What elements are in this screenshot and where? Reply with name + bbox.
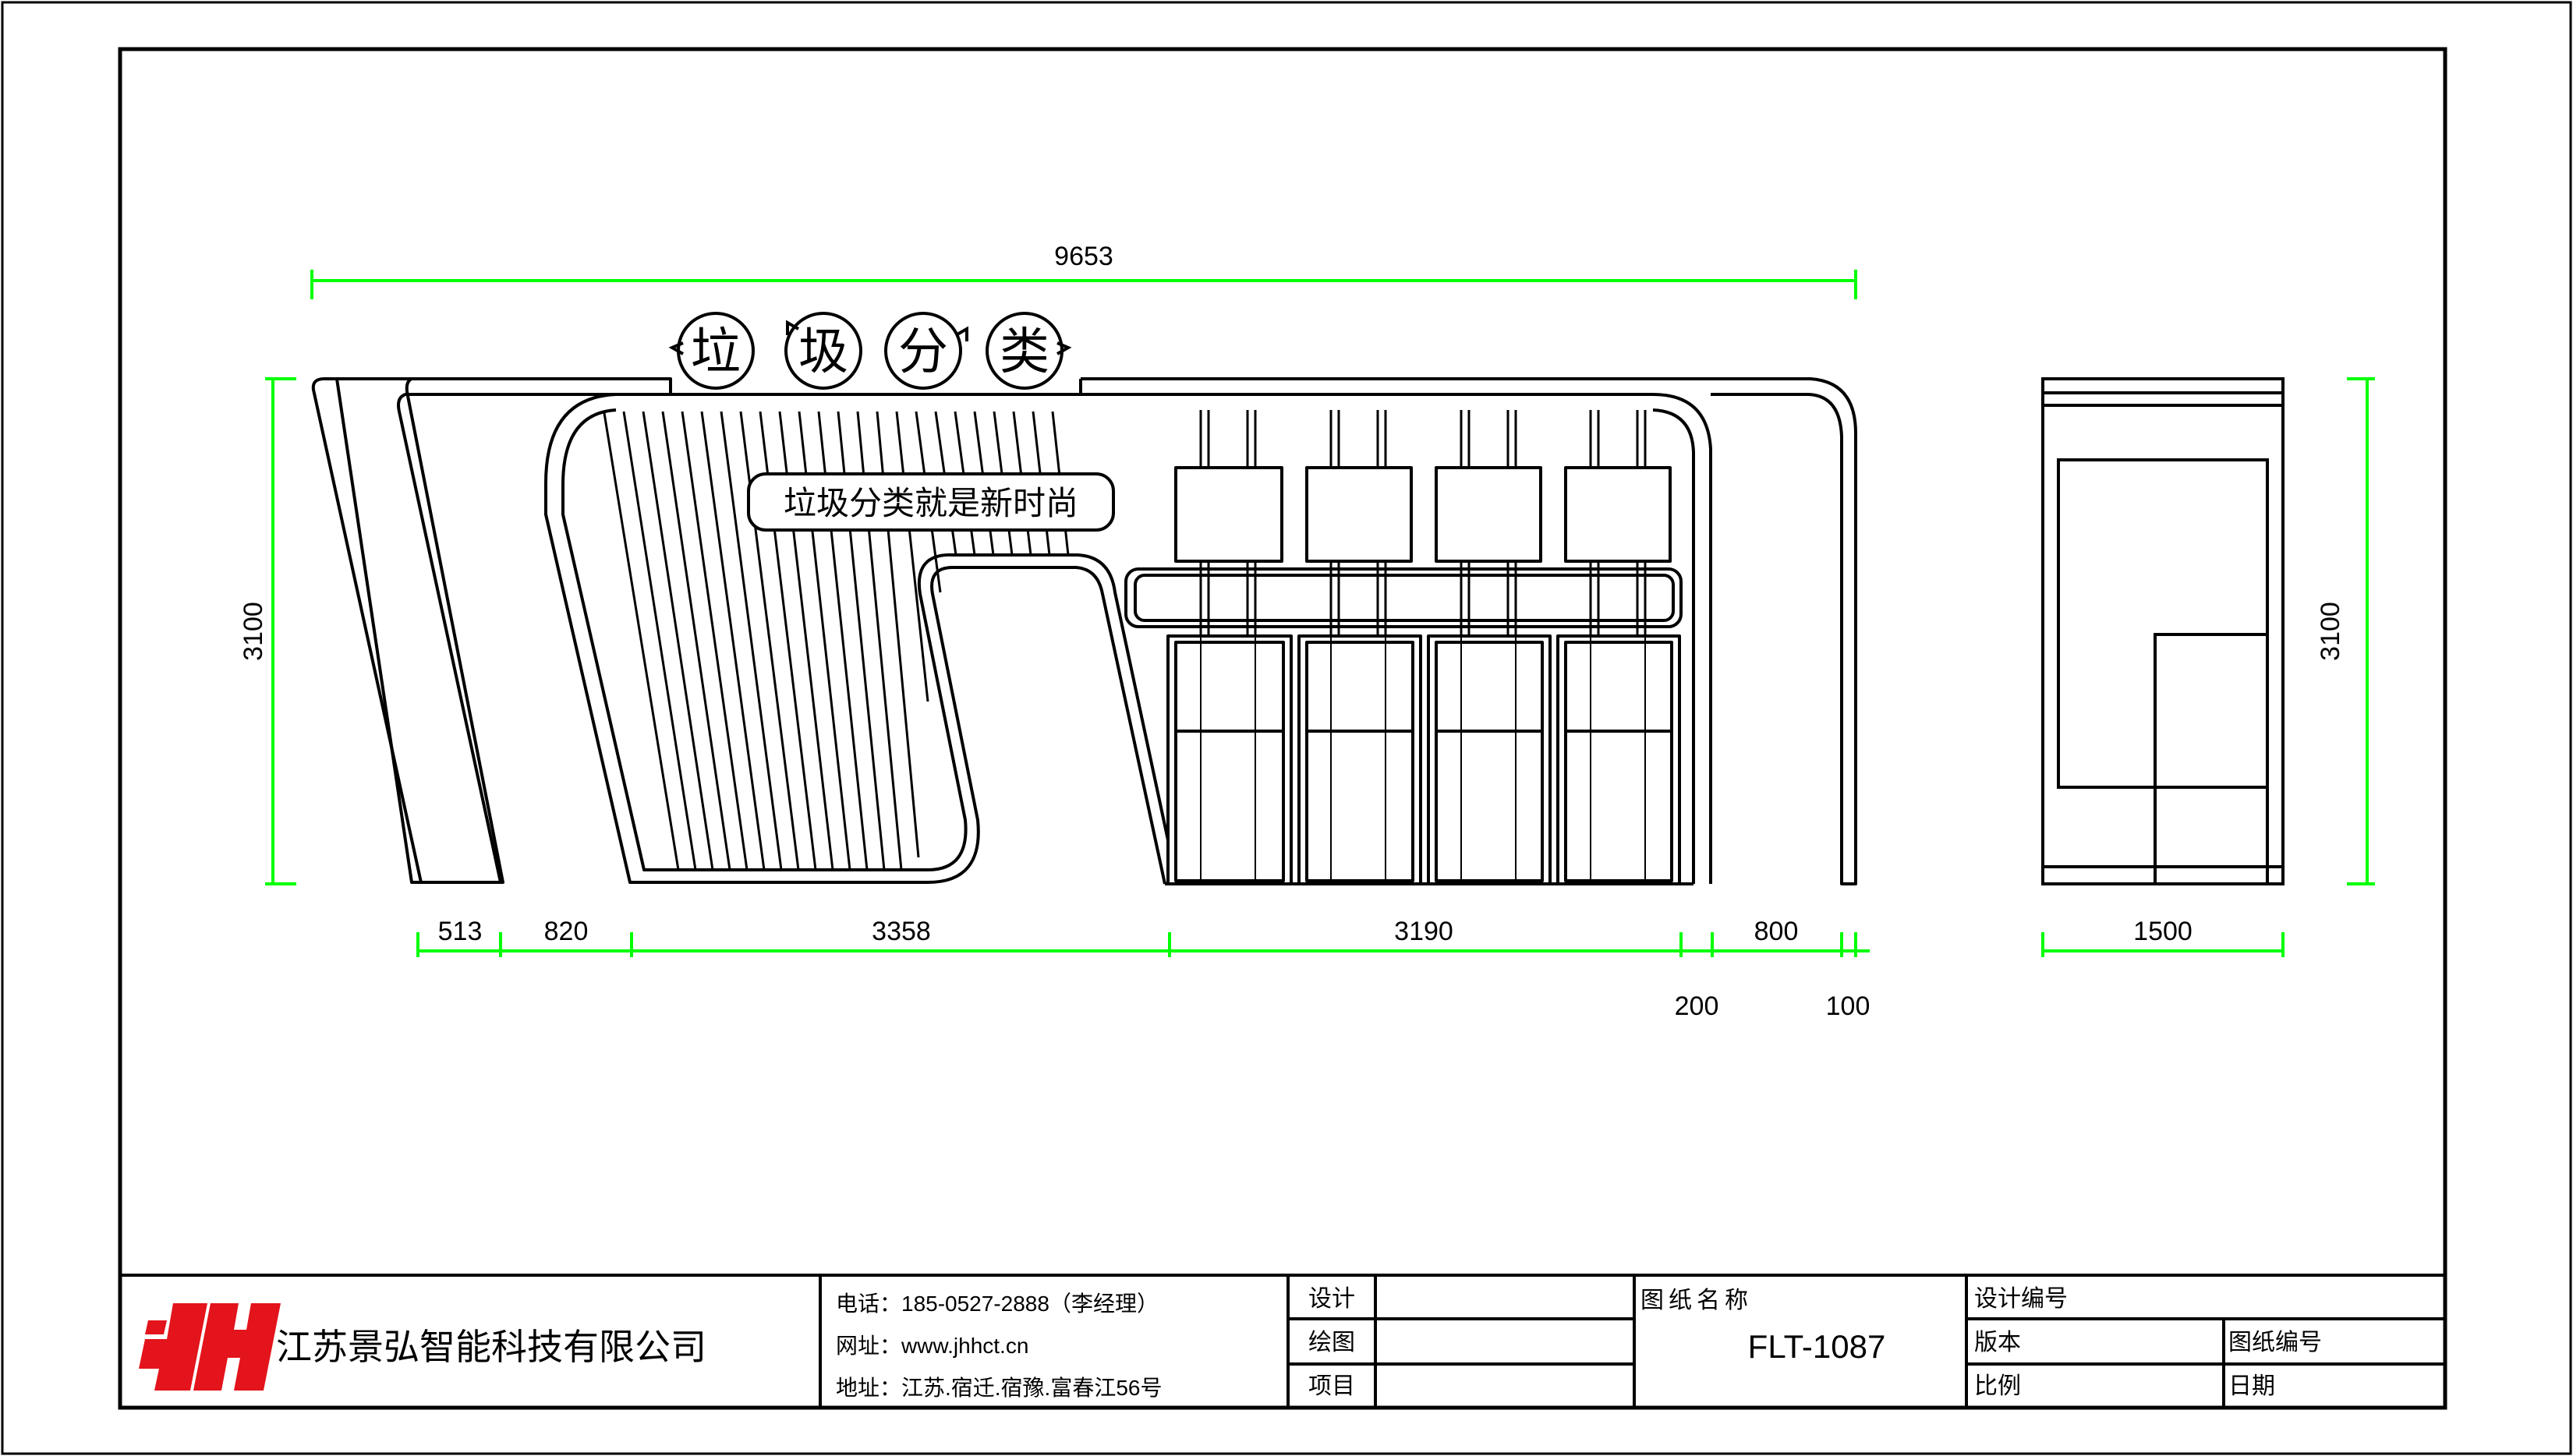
sign-char-4: 类 [1000, 323, 1049, 380]
header-bar-outer [1124, 567, 1683, 628]
side-outline [2041, 377, 2285, 885]
bin-door-cords [1200, 636, 1646, 884]
top-canopy [1081, 377, 1857, 885]
drawing-label: 绘图 [1308, 1330, 1355, 1355]
title-block-text: 江苏景弘智能科技有限公司 电话：185-0527-2888（李经理） 网址：ww… [276, 1286, 2322, 1400]
sign-circle-2 [784, 312, 862, 390]
drawing-name-value: FLT-1087 [1748, 1328, 1886, 1365]
dim-segment-800: 800 [1754, 917, 1799, 946]
company-name: 江苏景弘智能科技有限公司 [276, 1327, 706, 1367]
side-elevation [2041, 377, 2285, 885]
label-box-2 [1305, 466, 1413, 563]
left-slanted-panel [323, 377, 504, 884]
design-number-label: 设计编号 [1974, 1286, 2068, 1312]
side-panel-large [2057, 458, 2269, 789]
header-bar-inner [1134, 574, 1675, 622]
bin-doors [1166, 634, 1681, 885]
dim-100: 100 [1826, 991, 1870, 1021]
scale-label: 比例 [1974, 1373, 2021, 1399]
drawing-name-label: 图纸名称 [1640, 1288, 1753, 1313]
recycle-arrow-icon-4 [1056, 341, 1072, 355]
dim-segment-3190: 3190 [1394, 917, 1453, 946]
dimension-labels: 9653 3100 3100 513 820 3358 3190 800 200… [239, 242, 2345, 1021]
title-block [120, 1274, 2445, 1408]
drawing-frame [118, 47, 2447, 1410]
curved-slat-body-outer [544, 393, 1712, 885]
label-box-3 [1435, 466, 1542, 563]
label-box-4 [1564, 466, 1672, 563]
dim-side-width: 1500 [2133, 917, 2193, 946]
dim-segment-3358: 3358 [872, 917, 931, 946]
recycle-arrow-icon-1 [668, 341, 684, 355]
jh-logo-icon [139, 1303, 281, 1391]
dimension-lines [265, 270, 2375, 957]
left-panel-outline [311, 377, 672, 884]
project-label: 项目 [1308, 1373, 1355, 1399]
sign-circles [677, 312, 1064, 390]
sign-char-1: 垃 [691, 323, 741, 380]
drawing-number-label: 图纸编号 [2228, 1330, 2322, 1355]
slogan-plate [747, 472, 1115, 532]
curved-slat-body-inner [561, 408, 1179, 885]
dim-height-right: 3100 [2316, 602, 2345, 661]
design-label: 设计 [1308, 1286, 1355, 1312]
label-box-1 [1174, 466, 1283, 563]
recycle-arrow-icon-2 [786, 320, 799, 335]
slogan-text: 垃圾分类就是新时尚 [784, 484, 1078, 522]
sign-circle-3 [884, 312, 962, 390]
sign-characters: 垃 圾 分 类 [691, 323, 1049, 380]
sign-char-3: 分 [898, 323, 948, 380]
dim-height-left: 3100 [239, 602, 268, 661]
front-elevation [311, 377, 1857, 885]
canopy-inner-rail [1652, 408, 1695, 884]
dim-200: 200 [1675, 991, 1719, 1021]
contact-address: 地址：江苏.宿迁.宿豫.富春江56号 [836, 1376, 1162, 1400]
dim-segment-820: 820 [544, 917, 589, 946]
sign-arrow-icons [668, 320, 1072, 355]
dim-segment-513: 513 [438, 917, 483, 946]
contact-website: 网址：www.jhhct.cn [836, 1334, 1028, 1358]
contact-phone: 电话：185-0527-2888（李经理） [836, 1292, 1159, 1316]
recycle-arrow-icon-3 [955, 326, 968, 341]
sign-char-2: 圾 [798, 323, 848, 380]
date-label: 日期 [2228, 1373, 2275, 1399]
dim-overall-width: 9653 [1054, 242, 1113, 271]
version-label: 版本 [1974, 1330, 2021, 1355]
side-panel-small [2154, 633, 2269, 885]
